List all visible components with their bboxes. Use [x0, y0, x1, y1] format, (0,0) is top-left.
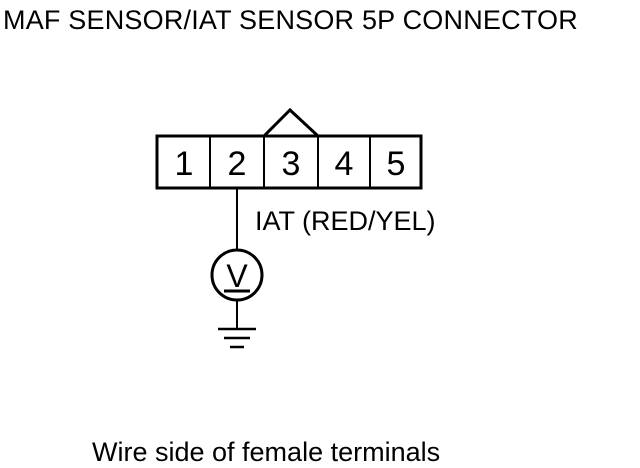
connector-body — [155, 134, 423, 190]
ground-icon — [218, 327, 256, 349]
pin-number-2: 2 — [228, 145, 247, 183]
voltmeter-symbol: V — [226, 258, 248, 294]
diagram-title: MAF SENSOR/IAT SENSOR 5P CONNECTOR — [3, 5, 578, 35]
wire-color-label: IAT (RED/YEL) — [255, 206, 436, 236]
pin-number-3: 3 — [282, 145, 301, 183]
pin-number-5: 5 — [387, 145, 406, 183]
view-caption: Wire side of female terminals — [92, 437, 441, 467]
voltmeter-icon: V — [210, 248, 264, 302]
pin-number-1: 1 — [175, 145, 194, 183]
pin-number-4: 4 — [335, 145, 354, 183]
connector-lock-tab — [262, 107, 320, 138]
